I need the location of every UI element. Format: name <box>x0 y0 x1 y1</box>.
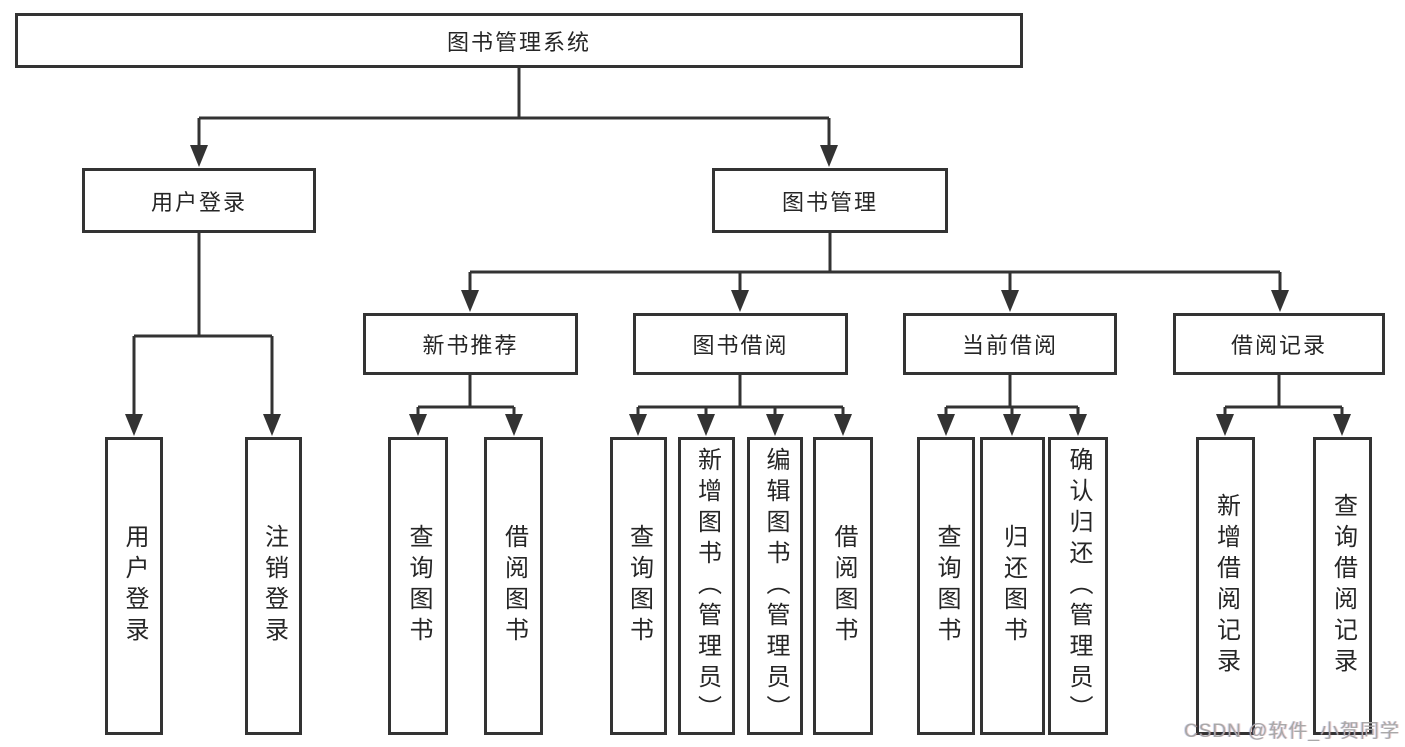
leaf-return-book: 归还图书 <box>980 437 1045 735</box>
leaf-logout: 注销登录 <box>245 437 302 735</box>
node-root-label: 图书管理系统 <box>446 29 591 55</box>
csdn-watermark: CSDN @软件_小贺同学 <box>1184 721 1400 742</box>
leaf-confirm-return-admin: 确认归还（管理员） <box>1048 437 1108 735</box>
leaf-edit-book-admin-label: 编辑图书（管理员） <box>762 446 789 726</box>
leaf-add-borrow-record-label: 新增借阅记录 <box>1212 493 1240 679</box>
leaf-user-login: 用户登录 <box>105 437 163 735</box>
leaf-query-borrow-record-label: 查询借阅记录 <box>1329 493 1357 679</box>
leaf-return-book-label: 归还图书 <box>999 524 1027 648</box>
node-new-book-recommend: 新书推荐 <box>363 313 578 375</box>
leaf-borrow-book-1: 借阅图书 <box>484 437 543 735</box>
leaf-query-book-1-label: 查询图书 <box>405 524 432 648</box>
node-book-borrow: 图书借阅 <box>633 313 848 375</box>
leaf-confirm-return-admin-label: 确认归还（管理员） <box>1065 446 1092 726</box>
leaf-edit-book-admin: 编辑图书（管理员） <box>747 437 803 735</box>
node-user-login-label: 用户登录 <box>150 189 247 215</box>
node-book-management-label: 图书管理 <box>781 189 878 215</box>
node-borrow-records-label: 借阅记录 <box>1230 333 1327 358</box>
node-book-management: 图书管理 <box>712 168 948 233</box>
leaf-query-book-3-label: 查询图书 <box>933 524 960 648</box>
leaf-add-book-admin: 新增图书（管理员） <box>678 437 735 735</box>
leaf-borrow-book-2: 借阅图书 <box>813 437 873 735</box>
leaf-query-book-3: 查询图书 <box>917 437 975 735</box>
node-book-borrow-label: 图书借阅 <box>692 333 789 358</box>
leaf-logout-label: 注销登录 <box>260 524 288 648</box>
leaf-query-book-1: 查询图书 <box>388 437 448 735</box>
node-user-login: 用户登录 <box>82 168 316 233</box>
leaf-add-borrow-record: 新增借阅记录 <box>1196 437 1255 735</box>
leaf-add-book-admin-label: 新增图书（管理员） <box>693 446 721 726</box>
arrowheads <box>125 145 1351 436</box>
node-new-book-recommend-label: 新书推荐 <box>422 333 519 358</box>
node-root: 图书管理系统 <box>15 13 1023 68</box>
node-current-borrow: 当前借阅 <box>903 313 1117 375</box>
leaf-borrow-book-1-label: 借阅图书 <box>500 524 528 648</box>
leaf-query-borrow-record: 查询借阅记录 <box>1313 437 1372 735</box>
leaf-query-book-2: 查询图书 <box>610 437 667 735</box>
node-current-borrow-label: 当前借阅 <box>961 333 1058 358</box>
leaf-borrow-book-2-label: 借阅图书 <box>830 524 857 648</box>
leaf-user-login-label: 用户登录 <box>121 524 148 648</box>
leaf-query-book-2-label: 查询图书 <box>625 524 653 648</box>
node-borrow-records: 借阅记录 <box>1173 313 1385 375</box>
